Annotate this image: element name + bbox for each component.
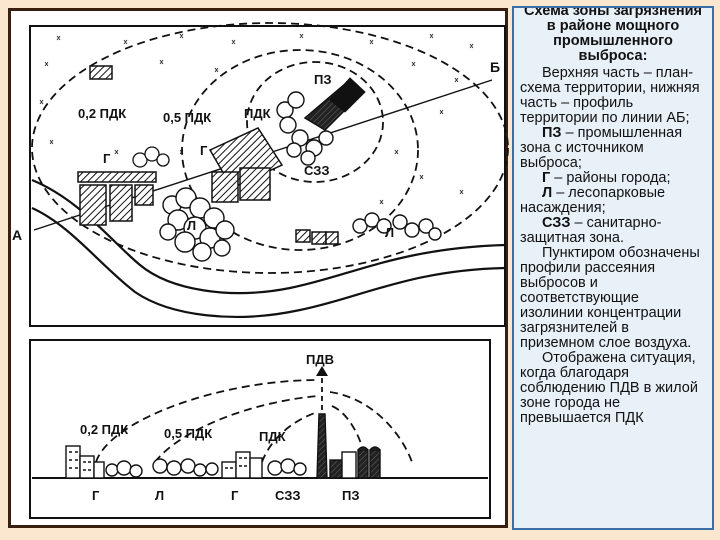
ground-label-g1: Г (92, 488, 100, 503)
concentration-isolines (31, 22, 509, 274)
legend-text-g: – районы города; (550, 170, 671, 186)
label-pz-plan: ПЗ (314, 72, 332, 87)
legend-term-g: Г (542, 170, 551, 186)
isoline-02pdk (31, 22, 509, 274)
grass-marks (39, 33, 474, 205)
legend-item-g: Г – районы города; (520, 171, 706, 186)
plan-section: А Б ПЗ СЗЗ ПДК 0,5 ПДК 0,2 ПДК Г Г Л Л (12, 22, 509, 327)
label-szz-plan: СЗЗ (304, 163, 330, 178)
legend-text-l: – лесопарковые насаждения; (520, 185, 666, 216)
caption-intro: Верхняя часть – план-схема территории, н… (520, 65, 700, 126)
profile-forest (105, 458, 307, 478)
profile-arc-right (329, 391, 413, 463)
legend-item-pz: ПЗ – промышленная зона с источником выбр… (520, 126, 706, 171)
label-05pdk-plan: 0,5 ПДК (163, 110, 211, 125)
caption-note-pdv: Отображена ситуация, когда благодаря соб… (520, 350, 698, 426)
label-pdv: ПДВ (306, 352, 334, 367)
ground-label-l: Л (155, 488, 164, 503)
profile-arc-right-inner (331, 405, 367, 463)
caption-panel: Схема зоны загрязнения в районе мощного … (512, 6, 714, 530)
forest-cluster-left (159, 187, 235, 262)
legend-item-szz: СЗЗ – санитарно-защитная зона. (520, 216, 706, 246)
riverside-blocks (295, 229, 339, 245)
caption-title: Схема зоны загрязнения в районе мощного … (524, 6, 702, 64)
label-pdk-plan: ПДК (244, 106, 271, 121)
city-district-left (77, 171, 157, 226)
label-l-left-plan: Л (187, 218, 196, 233)
label-l-right-plan: Л (385, 225, 394, 240)
profile-arc-02pdk (95, 379, 319, 463)
profile-section: ПДВ 0,2 ПДК 0,5 ПДК ПДК Г Л Г СЗЗ ПЗ (29, 339, 491, 519)
profile-city-left (65, 445, 105, 479)
label-pdk-profile: ПДК (259, 429, 286, 444)
profile-arc-05pdk (154, 395, 319, 463)
legend-text-szz: – санитарно-защитная зона. (520, 215, 662, 246)
legend-term-l: Л (542, 185, 553, 201)
forest-cluster-right (352, 212, 442, 241)
forest-cluster-szz (276, 91, 334, 166)
legend-item-l: Л – лесопарковые насаждения; (520, 186, 706, 216)
label-05pdk-profile: 0,5 ПДК (164, 426, 212, 441)
profile-city-middle (221, 451, 263, 479)
profile-arc-pdk (261, 411, 319, 463)
legend-text-pz: – промышленная зона с источником выброса… (520, 125, 683, 171)
ground-label-g2: Г (231, 488, 239, 503)
label-02pdk-plan: 0,2 ПДК (78, 106, 126, 121)
legend-term-pz: ПЗ (542, 125, 562, 141)
caption-note-dashed: Пунктиром обозначены профили рассеяния в… (520, 245, 700, 351)
city-district-middle (208, 127, 284, 203)
isoline-05pdk (181, 49, 419, 251)
label-g-left-plan: Г (103, 151, 111, 166)
ground-label-pz: ПЗ (342, 488, 360, 503)
label-a: А (12, 227, 22, 243)
ground-label-szz: СЗЗ (275, 488, 301, 503)
pollution-zone-diagram: А Б ПЗ СЗЗ ПДК 0,5 ПДК 0,2 ПДК Г Г Л Л (12, 22, 509, 519)
legend-term-szz: СЗЗ (542, 215, 571, 231)
building-block-small (89, 65, 113, 80)
label-b: Б (490, 59, 500, 75)
label-g-mid-plan: Г (200, 143, 208, 158)
label-02pdk-profile: 0,2 ПДК (80, 422, 128, 437)
industrial-zone (303, 77, 366, 131)
profile-industrial (316, 413, 381, 479)
forest-cluster-top (132, 146, 170, 168)
dispersion-profiles (95, 379, 413, 463)
isoline-pdk (246, 61, 384, 183)
river (31, 178, 506, 318)
